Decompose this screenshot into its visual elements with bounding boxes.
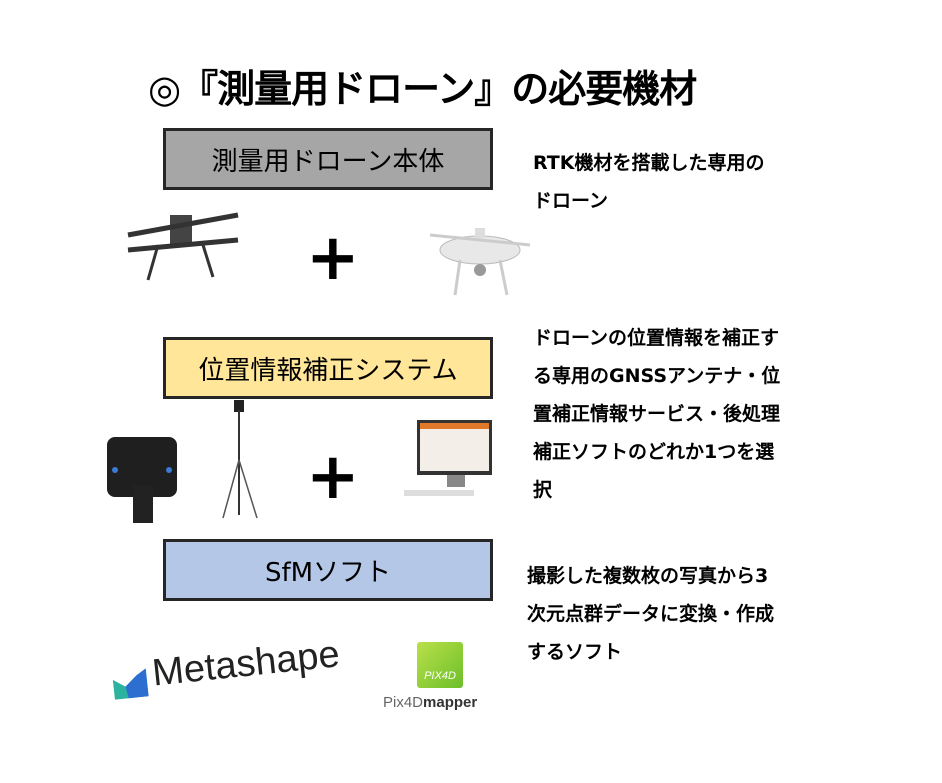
slide-title: ◎『測量用ドローン』の必要機材 bbox=[148, 67, 697, 111]
description-line: 次元点群データに変換・作成 bbox=[527, 603, 775, 625]
plus-sign: + bbox=[306, 221, 360, 295]
metashape-icon bbox=[112, 668, 149, 700]
position-correction-description: ドローンの位置情報を補正す る専用のGNSSアンテナ・位 置補正情報サービス・後… bbox=[533, 319, 780, 509]
description-line: ドローン bbox=[533, 190, 609, 212]
sfm-software-box: SfMソフト bbox=[163, 539, 493, 601]
drone-body-box: 測量用ドローン本体 bbox=[163, 128, 493, 190]
description-line: するソフト bbox=[527, 641, 623, 663]
drone-body-description: RTK機材を搭載した専用の ドローン bbox=[533, 144, 764, 220]
pix4d-name: Pix4D bbox=[383, 694, 424, 711]
gnss-antenna-tripod-image bbox=[222, 400, 258, 519]
metashape-logo: Metashape bbox=[110, 633, 342, 700]
metashape-wordmark: Metashape bbox=[150, 633, 342, 695]
plus-sign: + bbox=[306, 440, 360, 514]
pix4d-badge-text: PIX4D bbox=[424, 670, 456, 682]
pix4d-mapper: mapper bbox=[423, 694, 478, 711]
phantom-drone-image bbox=[429, 228, 531, 296]
computer-software-image bbox=[404, 420, 492, 496]
description-line: RTK機材を搭載した専用の bbox=[533, 152, 765, 174]
pix4d-badge: PIX4D bbox=[417, 642, 463, 688]
sfm-software-description: 撮影した複数枚の写真から3 次元点群データに変換・作成 するソフト bbox=[527, 557, 774, 671]
description-line: る専用のGNSSアンテナ・位 bbox=[533, 365, 781, 387]
description-line: 択 bbox=[533, 479, 553, 501]
position-correction-box: 位置情報補正システム bbox=[163, 337, 493, 399]
gnss-receiver-image bbox=[107, 437, 177, 523]
matrice-drone-image bbox=[127, 212, 239, 281]
description-line: 補正ソフトのどれか1つを選 bbox=[533, 441, 775, 463]
description-line: ドローンの位置情報を補正す bbox=[533, 327, 780, 349]
pix4dmapper-wordmark: Pix4Dmapper bbox=[383, 694, 477, 711]
description-line: 撮影した複数枚の写真から3 bbox=[527, 565, 769, 587]
description-line: 置補正情報サービス・後処理 bbox=[533, 403, 781, 425]
